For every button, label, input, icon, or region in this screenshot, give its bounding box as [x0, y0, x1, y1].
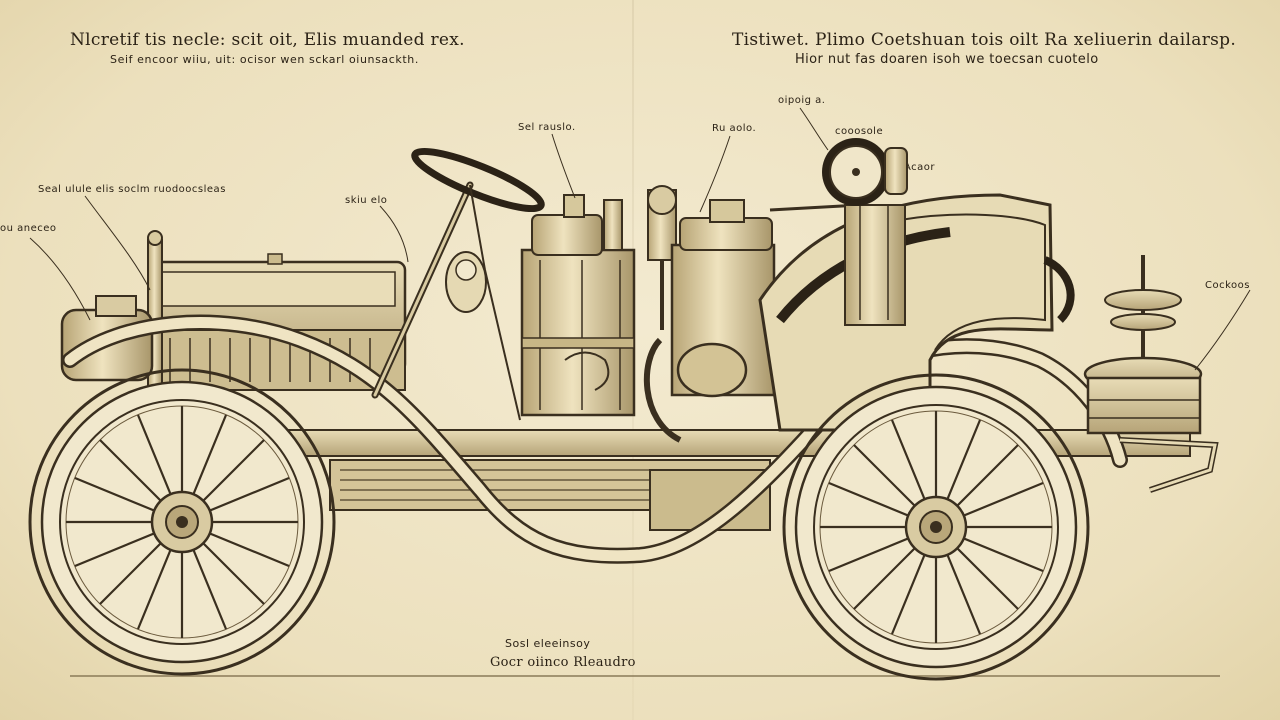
callout-engine-top: Ru aolo. — [712, 123, 757, 134]
front-wheel — [28, 368, 336, 676]
fender-fill — [64, 317, 1126, 562]
callout-seat: Acaor — [904, 162, 936, 173]
rear-body — [758, 138, 1075, 432]
callout-gauge: oipoig a. — [778, 95, 826, 106]
callout-engine-front: Sel rauslo. — [518, 122, 576, 133]
callout-leaders — [29, 107, 1251, 371]
steering-assembly — [371, 147, 545, 421]
callout-front-left: ou aneceo — [0, 223, 57, 234]
callout-frame-left: Seal ulule elis soclm ruodoocsleas — [38, 184, 226, 195]
callout-spare: Cockoos — [1205, 280, 1250, 291]
rear-spare-assembly — [1083, 255, 1219, 493]
header-left-title: Nlcretif tis necle: scit oit, Elis muand… — [70, 30, 465, 50]
header-left-subtitle: Seif encoor wiiu, uit: ocisor wen sckarl… — [110, 53, 419, 66]
caption-line-2: Gocr oiinco Rleaudro — [490, 655, 636, 670]
header-right-title: Tistiwet. Plimo Coetshuan tois oilt Ra x… — [732, 30, 1237, 50]
engine-block-front — [520, 194, 636, 417]
callout-dial: cooosole — [835, 126, 884, 137]
engine-block-rear — [643, 199, 861, 443]
caption-line-1: Sosl eleeinsoy — [505, 637, 591, 650]
callout-dash: skiu elo — [345, 195, 388, 206]
header-right-subtitle: Hior nut fas doaren isoh we toecsan cuot… — [795, 52, 1099, 67]
